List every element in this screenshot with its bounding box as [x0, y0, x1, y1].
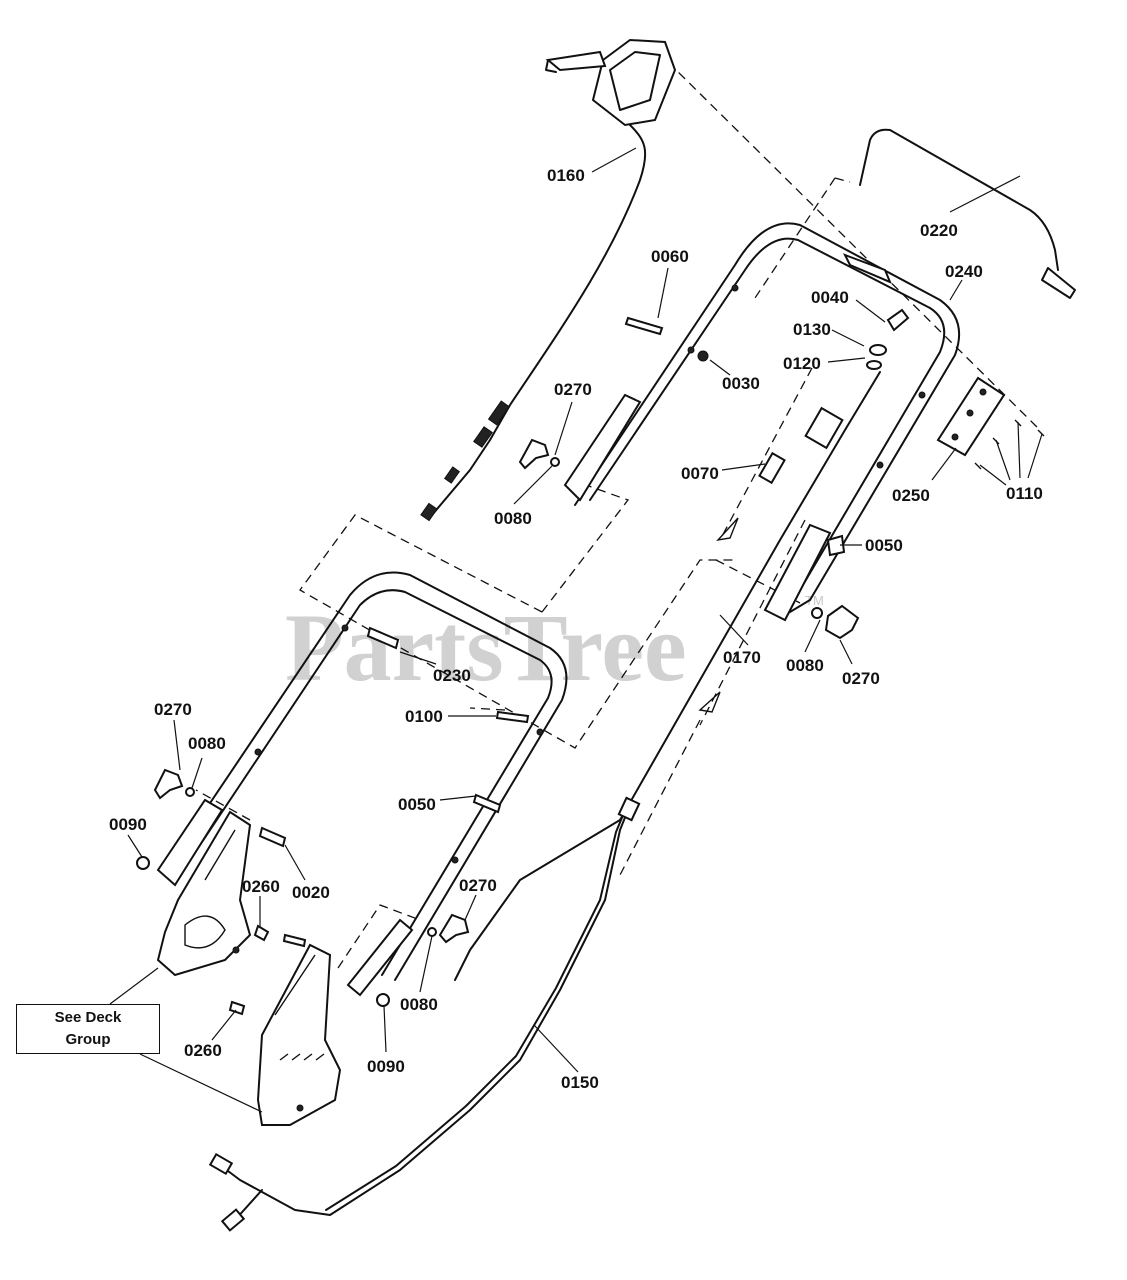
height-bracket-lower [256, 943, 342, 1126]
bolt-0260-upper [253, 924, 270, 942]
label-0020: 0020 [292, 883, 330, 902]
see-deck-group-callout: See Deck Group [16, 1004, 160, 1054]
label-0090-left: 0090 [109, 815, 147, 834]
bolt-0100-upper [366, 626, 400, 650]
washer-lower [427, 927, 437, 937]
wire-harness [219, 804, 631, 1216]
control-cable [431, 124, 647, 516]
label-0060: 0060 [651, 247, 689, 266]
bolt-0020 [258, 826, 287, 848]
dashed-guides [195, 61, 1041, 969]
label-0260-lower: 0260 [184, 1041, 222, 1060]
knob-upper [518, 438, 550, 470]
bolt-0020-lower [282, 933, 307, 948]
pin-0060 [624, 316, 664, 336]
label-0270-left: 0270 [154, 700, 192, 719]
knob-right [824, 604, 860, 640]
nut-0090-lower [376, 993, 390, 1007]
knob-lower [438, 913, 470, 944]
harness-connector-top [617, 796, 641, 822]
harness-connector-bottom [208, 1152, 234, 1176]
engine-control-box [545, 38, 677, 127]
label-0050-right: 0050 [865, 536, 903, 555]
bail-hook [1041, 267, 1076, 299]
control-panel [936, 376, 1045, 470]
brake-cable [454, 371, 881, 981]
label-0120: 0120 [783, 354, 821, 373]
label-0080-lower: 0080 [400, 995, 438, 1014]
washer-right [811, 607, 823, 619]
label-0110: 0110 [1006, 484, 1043, 503]
label-0100: 0100 [405, 707, 443, 726]
part-labels: 0160 0220 0060 0240 0040 0130 0120 0030 … [109, 166, 1043, 1092]
nut-0090-left [136, 856, 150, 870]
label-0220: 0220 [920, 221, 958, 240]
label-0160: 0160 [547, 166, 585, 185]
nut-0030 [697, 350, 709, 362]
label-0130: 0130 [793, 320, 831, 339]
label-0050-mid: 0050 [398, 795, 436, 814]
label-0030: 0030 [722, 374, 760, 393]
label-0250: 0250 [892, 486, 930, 505]
label-0240: 0240 [945, 262, 983, 281]
leader-lines [109, 147, 1043, 1113]
label-0090-lower: 0090 [367, 1057, 405, 1076]
label-0080-right: 0080 [786, 656, 824, 675]
label-0270-upper: 0270 [554, 380, 592, 399]
washer-upper [550, 457, 560, 467]
label-0040: 0040 [811, 288, 849, 307]
height-bracket-upper [156, 810, 252, 977]
bolt-0050-right [826, 534, 846, 557]
upper-handle [563, 222, 961, 622]
callout-line1: See Deck [54, 1009, 122, 1026]
label-0270-right: 0270 [842, 669, 880, 688]
label-0170: 0170 [723, 648, 761, 667]
cable-fittings [420, 400, 511, 522]
arrow-marker-lower [698, 691, 721, 713]
cable-clamp [804, 406, 844, 450]
arrow-marker-upper [716, 517, 739, 542]
bolt-0260-lower [228, 1000, 246, 1016]
knob-left [153, 768, 184, 800]
bail-pivot [842, 253, 892, 284]
callout-line2: Group [65, 1031, 111, 1048]
bail-bar [859, 128, 1059, 271]
bolt-0050-mid [472, 793, 502, 814]
label-0230: 0230 [433, 666, 471, 685]
label-0270-lower: 0270 [459, 876, 497, 895]
label-0150: 0150 [561, 1073, 599, 1092]
label-0070: 0070 [681, 464, 719, 483]
safety-key [866, 308, 910, 370]
label-0080-left: 0080 [188, 734, 226, 753]
washer-left [185, 787, 195, 797]
watermark-tm: TM [805, 593, 824, 608]
cable-adjuster [758, 451, 786, 485]
harness-connector-branch [220, 1208, 246, 1232]
lower-handle [156, 571, 568, 997]
label-0260-upper: 0260 [242, 877, 280, 896]
bolt-0100-lower [495, 710, 530, 724]
watermark: PartsTree [285, 594, 687, 701]
label-0080-upper: 0080 [494, 509, 532, 528]
